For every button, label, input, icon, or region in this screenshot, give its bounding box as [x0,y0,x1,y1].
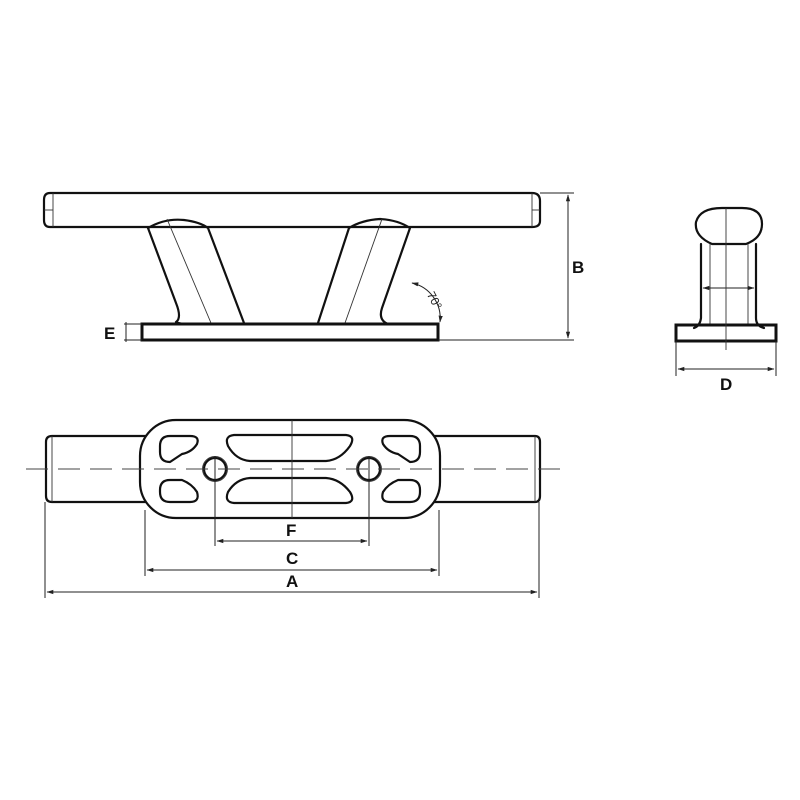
top-view: F C A [26,418,560,598]
dimension-label-b: B [572,258,584,277]
dimension-label-c: C [286,549,298,568]
end-view: D [674,206,778,394]
dimension-label-f: F [286,521,296,540]
side-view: E B 70° [42,191,584,343]
right-leg [347,217,412,326]
dimension-label-a: A [286,572,298,591]
dimension-label-e: E [104,324,115,343]
left-leg [146,218,246,325]
dimension-label-d: D [720,375,732,394]
top-bar [42,191,542,229]
base-plate [140,322,440,342]
end-head [694,206,764,246]
angle-label: 70° [424,289,445,312]
